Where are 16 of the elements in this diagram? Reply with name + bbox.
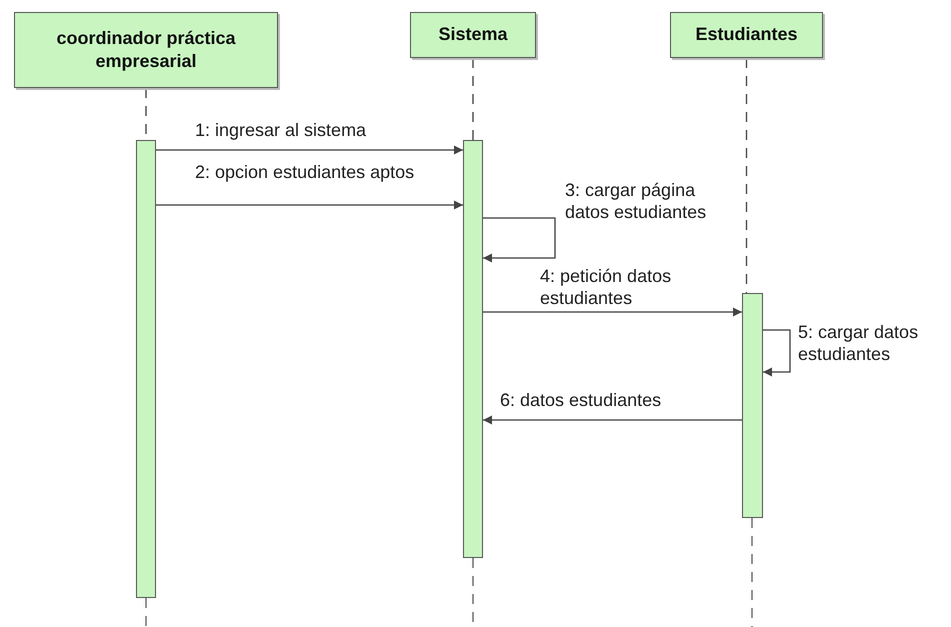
message-arrow [483,308,742,316]
activation-bar [463,140,483,558]
participant-box: Sistema [410,12,536,58]
message-label: 1: ingresar al sistema [195,120,366,142]
message-arrow [483,416,742,424]
message-arrow [483,217,556,262]
activation-bar [742,293,763,518]
message-arrow [763,329,791,376]
lifeline [472,58,474,140]
message-arrow [156,146,463,154]
message-arrow [156,200,463,210]
participant-box: Estudiantes [670,12,823,58]
message-label: 2: opcion estudiantes aptos [195,162,414,184]
lifeline [746,58,748,293]
participant-box: coordinador práctica empresarial [14,12,278,88]
activation-bar [136,140,156,598]
